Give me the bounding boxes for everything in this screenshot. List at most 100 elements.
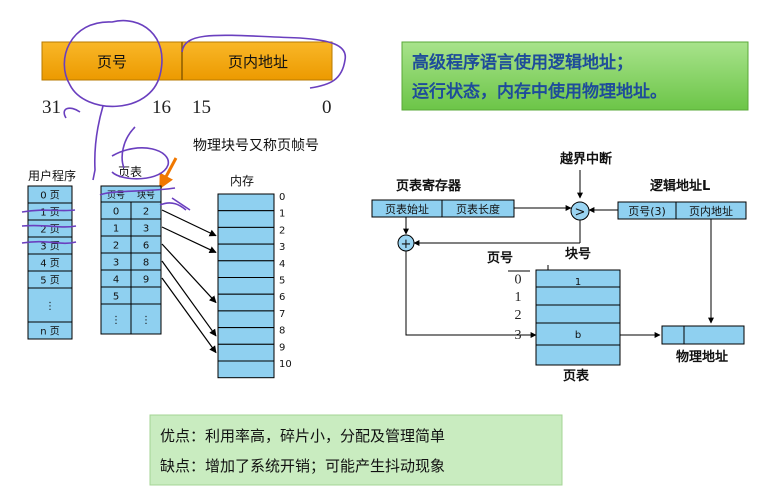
pt-page-value: 0: [113, 207, 119, 218]
pt-page-value: 4: [113, 275, 119, 286]
pt-header-page-no: 页号: [107, 190, 125, 201]
memory-block: [217, 277, 275, 295]
compare-symbol: >: [575, 205, 586, 220]
memory-block-label: 6: [279, 292, 285, 303]
user-program-title: 用户程序: [28, 168, 76, 183]
memory-block-label: 3: [279, 242, 285, 253]
memory-block-label: 10: [279, 359, 292, 370]
underline-page3-mark: [21, 240, 77, 245]
arc-offset-mark: [181, 34, 347, 89]
pt-page-cell: [100, 303, 132, 335]
user-program-pages: 0 页1 页2 页3 页4 页5 页⋮n 页: [27, 185, 73, 340]
memory-block: [217, 226, 275, 245]
mapping-arrow: [161, 226, 217, 253]
mapping-arrow: [161, 260, 217, 337]
user-page-cell: [27, 287, 73, 323]
right-pt-row-label: 0: [515, 273, 522, 288]
memory-block-label: 5: [279, 276, 285, 287]
ptr-length-cell: 页表长度: [456, 202, 500, 216]
right-pt-row: [535, 304, 621, 324]
right-pt-row: [535, 286, 621, 306]
bottom-note-box: [149, 414, 563, 486]
pros-text: 优点：利用率高，碎片小，分配及管理简单: [160, 427, 445, 445]
user-page-label: n 页: [40, 326, 60, 338]
user-page-label: 4 页: [40, 258, 60, 270]
pt-page-value: 1: [113, 224, 119, 235]
right-pt-row-label: 2: [515, 308, 522, 323]
user-page-label: 1 页: [40, 207, 60, 219]
right-pt-row1-value: 1: [575, 277, 581, 288]
tick-mark: [159, 197, 191, 211]
memory-block-label: 7: [279, 309, 285, 320]
pt-page-value: 5: [113, 292, 119, 303]
memory-block-label: 0: [279, 192, 285, 203]
right-page-table-caption: 页表: [563, 368, 590, 384]
strike-header-mark: [99, 187, 176, 196]
physical-address-block: [661, 325, 685, 345]
pt-block-value: 6: [143, 241, 149, 252]
ptr-start-cell: 页表始址: [385, 202, 429, 216]
page-table-register-title: 页表寄存器: [396, 178, 462, 194]
note-line-2: 运行状态，内存中使用物理地址。: [412, 81, 667, 102]
memory-block: [217, 327, 275, 345]
memory-block: [217, 310, 275, 329]
mapping-arrow: [161, 277, 217, 354]
vertical-line-mark: [92, 105, 104, 181]
pt-page-value: ⋮: [111, 315, 121, 326]
user-page-cell: [27, 321, 73, 340]
memory-block: [217, 260, 275, 278]
bit-16-label: 16: [152, 97, 171, 118]
bit-31-label: 31: [42, 97, 61, 118]
address-bar: [41, 41, 333, 81]
handwritten-annotations: [21, 19, 347, 245]
memory-title: 内存: [230, 174, 254, 188]
mapping-arrow: [161, 243, 217, 304]
memory-block-label: 9: [279, 342, 285, 353]
overflow-interrupt-label: 越界中断: [559, 151, 612, 167]
memory-block: [217, 343, 275, 362]
mapping-arrows: [161, 209, 217, 354]
physical-address-offset: [683, 325, 745, 345]
page-number-label: 页号: [97, 53, 127, 71]
cons-text: 缺点：增加了系统开销；可能产生抖动现象: [160, 457, 445, 475]
memory-block: [217, 243, 275, 262]
annotation-arrow: [158, 157, 178, 190]
user-page-label: ⋮: [45, 301, 55, 312]
note-line-1: 高级程序语言使用逻辑地址；: [412, 52, 633, 73]
page-table-title: 页表: [118, 165, 142, 179]
circle-page-number-mark: [63, 19, 163, 108]
logical-offset-cell: 页内地址: [689, 204, 733, 218]
pt-block-value: 9: [143, 275, 149, 286]
right-pt-row3-value: b: [575, 330, 581, 341]
mapping-arrow: [161, 209, 217, 237]
logical-page-cell: 页号(3): [628, 205, 666, 218]
frame-number-annotation: 物理块号又称页帧号: [193, 138, 319, 154]
pt-header-block-no: 块号: [137, 189, 155, 201]
pt-page-value: 2: [113, 241, 119, 252]
adder-symbol: +: [401, 237, 412, 252]
memory-block: [217, 360, 275, 379]
circle-page-table-mark: [111, 147, 169, 180]
pt-block-cell: [130, 303, 162, 335]
right-diagram: 越界中断 > 页表寄存器 页表始址 页表长度 逻辑地址L 页号(3) 页内地址 …: [371, 151, 747, 384]
block-no-column-label: 块号: [565, 246, 591, 262]
green-note: 高级程序语言使用逻辑地址； 运行状态，内存中使用物理地址。: [401, 41, 749, 111]
memory-block: [217, 210, 275, 228]
bit-0-label: 0: [322, 97, 332, 118]
underline-page1-mark: [21, 209, 76, 213]
memory-block-label: 2: [279, 225, 285, 236]
page-no-column-label: 页号: [487, 251, 513, 266]
pt-block-cell: [130, 286, 162, 305]
user-page-label: 3 页: [40, 241, 60, 253]
squiggle-mark: [63, 107, 81, 119]
right-pt-row-label: 1: [515, 290, 522, 305]
memory-block-label: 8: [279, 326, 285, 337]
memory-block-label: 4: [279, 259, 285, 270]
physical-address-label: 物理地址: [676, 349, 728, 365]
address-format: 页号 页内地址 31 16 15 0: [41, 41, 333, 118]
page-offset-label: 页内地址: [228, 53, 288, 71]
